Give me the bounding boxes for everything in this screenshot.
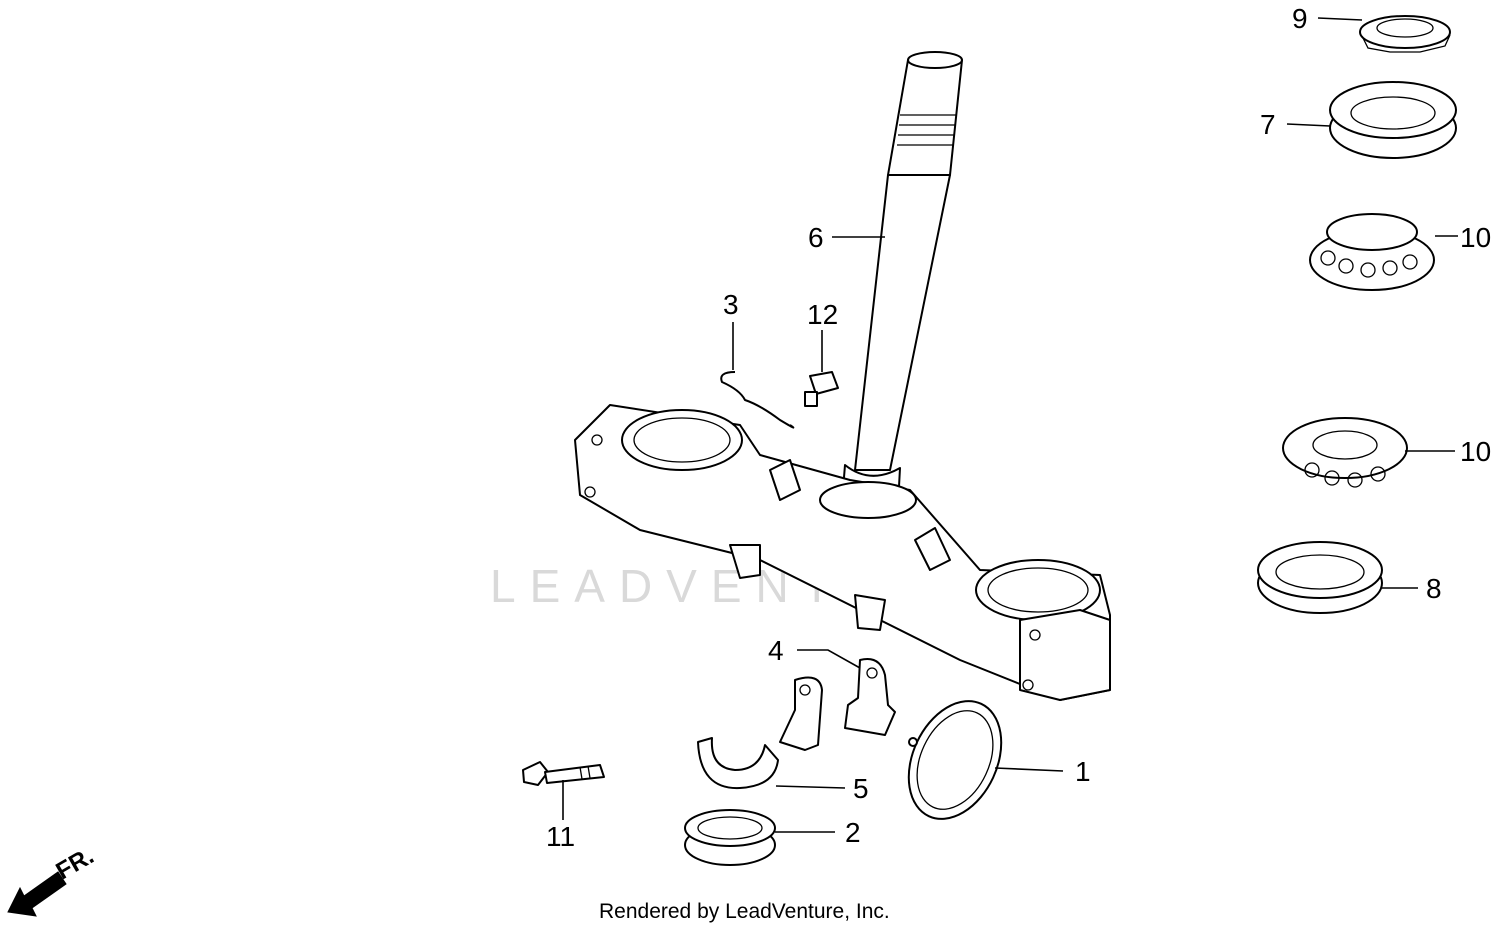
bracket-plate [844,658,896,736]
rubber-grommet [684,809,776,866]
callout-6: 6 [808,222,824,253]
emblem-cover [907,700,1003,820]
callout-4: 4 [768,635,784,666]
callout-9: 9 [1292,3,1308,34]
dust-seal [1329,81,1457,159]
credit-text: Rendered by LeadVenture, Inc. [599,900,890,923]
callout-11: 11 [546,821,575,852]
flange-bolt [522,761,605,786]
steering-stem-nut [1359,15,1451,53]
hose-guide [697,676,823,790]
callout-2: 2 [845,817,861,848]
callout-3: 3 [723,289,739,320]
upper-ball-bearing [1309,213,1435,291]
leader-lines [562,17,1458,833]
bottom-bridge [574,404,1111,701]
grease-fitting [804,371,839,407]
callout-12: 12 [807,299,838,330]
steering-stem [841,51,963,513]
front-arrow-icon: FR. [7,842,98,917]
callout-1: 1 [1075,756,1091,787]
lower-dust-seal [1257,541,1383,614]
wire-clip [720,371,795,429]
callout-10-lower: 10 [1460,436,1491,467]
callout-10-upper: 10 [1460,222,1491,253]
callout-5: 5 [853,773,869,804]
callout-8: 8 [1426,573,1442,604]
callout-7: 7 [1260,109,1276,140]
lower-ball-bearing [1282,417,1408,488]
